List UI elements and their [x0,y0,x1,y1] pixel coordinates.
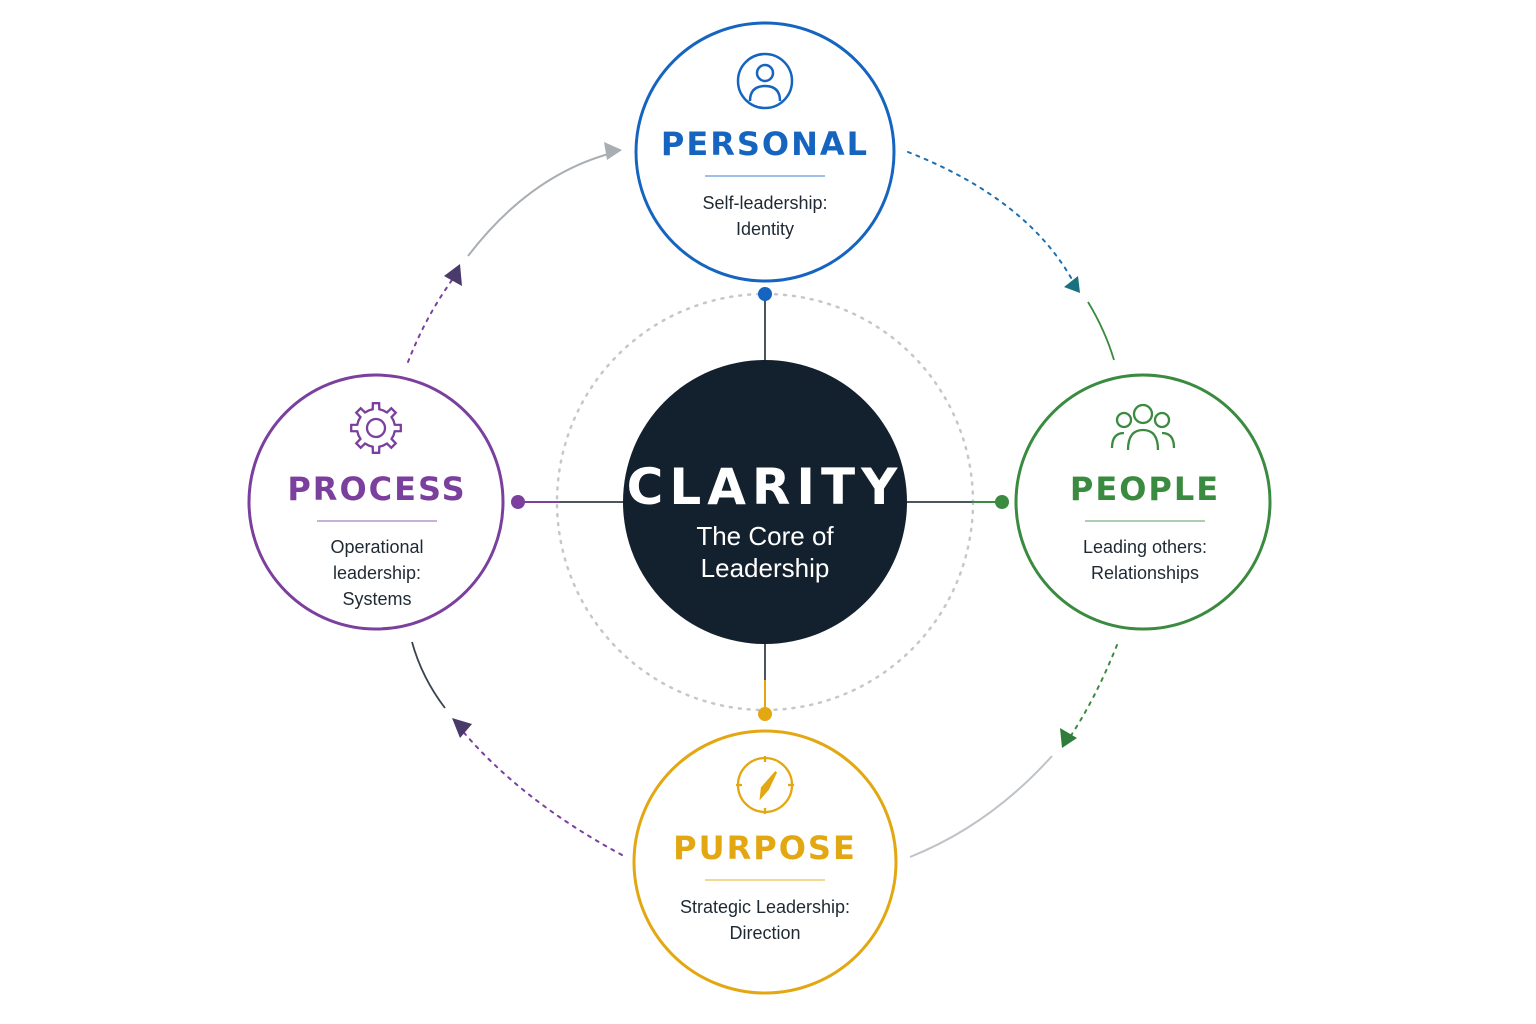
core-subtitle-line2: Leadership [701,553,830,583]
connector-dot-personal [758,287,772,301]
arrowhead-to-personal [604,142,622,160]
cycle-arrows [407,142,1118,858]
people-title: PEOPLE [1070,470,1220,508]
arc-purpose-to-process [459,727,623,856]
core-title: CLARITY [627,458,904,516]
arc-people-to-purpose [1067,644,1118,741]
person-icon [736,52,794,110]
arrowhead-purpose-to-process [452,718,472,738]
arrowhead-personal-to-people [1064,276,1080,293]
personal-desc-line1: Self-leadership: [702,193,827,213]
arrowhead-process-to-personal [444,264,462,286]
gear-icon [350,402,402,454]
purpose-desc-line1: Strategic Leadership: [680,897,850,917]
core-subtitle-line1: The Core of [696,521,834,551]
connector-dot-process [511,495,525,509]
node-personal: PERSONAL Self-leadership: Identity [634,21,896,283]
arc-personal-to-people [907,151,1076,286]
connector-dot-people [995,495,1009,509]
personal-circle [634,21,896,283]
people-desc-line2: Relationships [1091,563,1199,583]
process-circle [247,373,505,631]
process-desc-line3: Systems [342,589,411,609]
arc-process-entry [411,641,446,709]
compass-icon [736,756,794,814]
node-people: PEOPLE Leading others: Relationships [1014,373,1272,631]
process-desc-line1: Operational [330,537,423,557]
purpose-title: PURPOSE [673,829,857,867]
node-purpose: PURPOSE Strategic Leadership: Direction [632,729,898,995]
core-circle [623,360,907,644]
node-process: PROCESS Operational leadership: Systems [247,373,505,631]
arc-personal-entry [467,152,613,257]
people-desc-line1: Leading others: [1083,537,1207,557]
arrowhead-people-to-purpose [1060,728,1077,748]
core-node: CLARITY The Core of Leadership [623,360,907,644]
arc-purpose-entry [909,755,1053,858]
personal-title: PERSONAL [661,125,869,163]
process-desc-line2: leadership: [333,563,421,583]
arc-people-entry [1087,301,1115,361]
group-icon [1110,403,1176,451]
purpose-desc-line2: Direction [729,923,800,943]
connectors [511,287,1009,721]
purpose-circle [632,729,898,995]
people-circle [1014,373,1272,631]
connector-dot-purpose [758,707,772,721]
arc-process-to-personal [407,279,453,363]
personal-desc-line2: Identity [736,219,794,239]
process-title: PROCESS [287,470,466,508]
